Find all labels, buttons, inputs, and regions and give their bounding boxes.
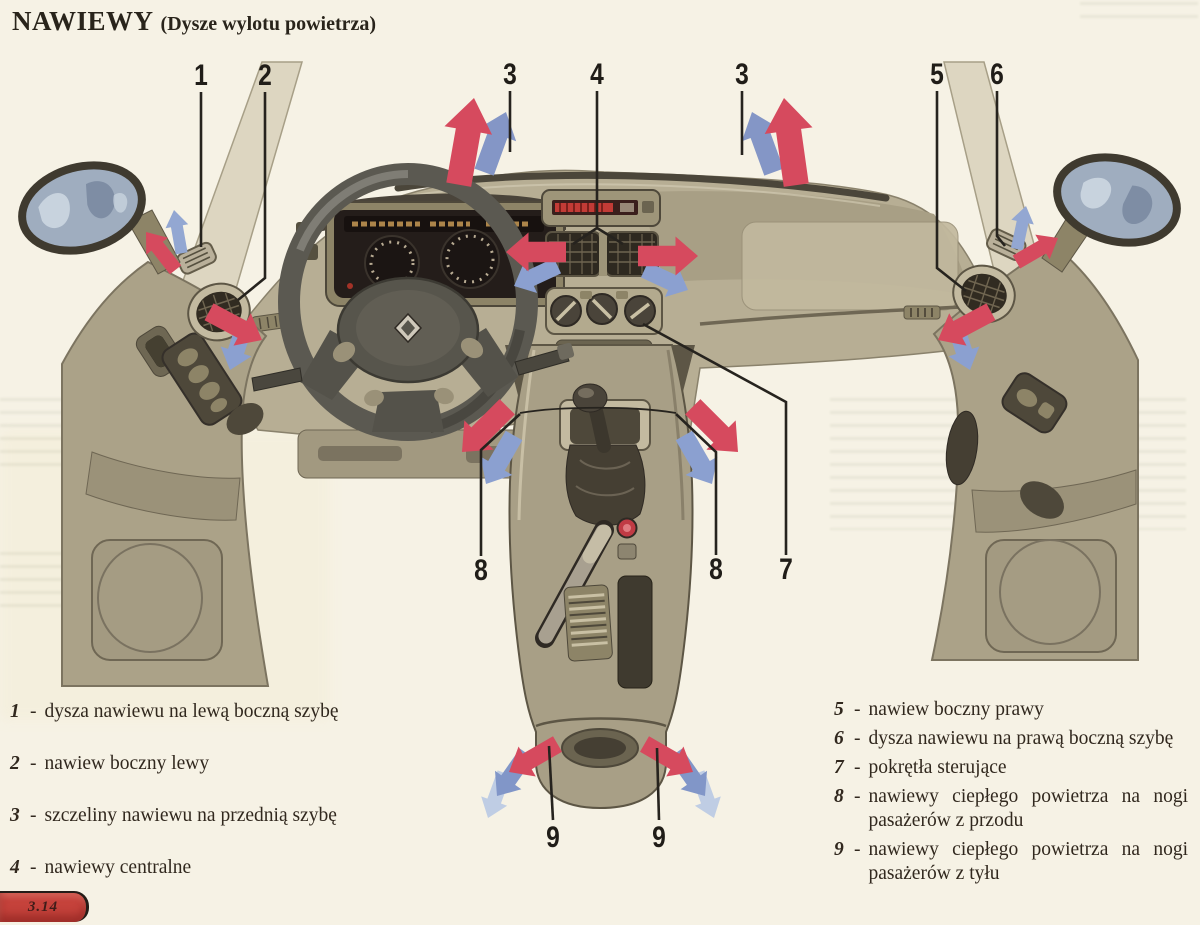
callout-number-9-right: 9 <box>652 821 666 854</box>
dash-trim-groove <box>699 304 981 326</box>
passenger-switch-strip <box>903 305 941 320</box>
callout-number-5: 5 <box>930 58 944 91</box>
left-stalk <box>251 367 303 392</box>
legend-item-number: 4 <box>10 857 20 878</box>
legend-item-text: pokrętła sterujące <box>868 757 1007 778</box>
right-door <box>930 242 1139 661</box>
callout-number-9-left: 9 <box>546 821 560 854</box>
right-door-handle <box>945 410 979 486</box>
legend-left: 1 - dysza nawiewu na lewą boczną szybę 2… <box>10 701 390 909</box>
glovebox-panel <box>741 221 959 311</box>
legend-item-number: 2 <box>10 753 20 774</box>
callout-number-3-left: 3 <box>503 58 517 91</box>
instrument-cluster <box>318 193 566 307</box>
legend-right: 5 - nawiew boczny prawy 6 - dysza nawiew… <box>834 698 1188 891</box>
climate-control-panel <box>545 287 663 335</box>
steering-wheel <box>251 163 575 441</box>
legend-item: 6 - dysza nawiewu na prawą boczną szybę <box>834 727 1188 751</box>
door-pull-cup <box>226 402 264 436</box>
legend-item-number: 3 <box>10 805 20 826</box>
legend-item-number: 6 <box>834 728 844 749</box>
door-pull-cup <box>1020 481 1064 519</box>
legend-item: 9 - nawiewy ciepłego powietrza na nogi p… <box>834 838 1188 886</box>
gear-boot <box>565 444 646 526</box>
legend-item-text: nawiewy ciepłego powietrza na nogi pasaż… <box>868 839 1189 884</box>
left-mirror <box>18 161 181 275</box>
legend-item: 4 - nawiewy centralne <box>10 857 390 879</box>
legend-item-dash: - <box>854 728 861 749</box>
legend-item-dash: - <box>854 757 861 778</box>
console-tray <box>617 575 653 689</box>
legend-item-text: szczeliny nawiewu na przednią szybę <box>44 805 337 826</box>
legend-item: 5 - nawiew boczny prawy <box>834 698 1188 722</box>
legend-item: 8 - nawiewy ciepłego powietrza na nogi p… <box>834 785 1188 833</box>
left-door <box>61 260 270 687</box>
legend-item-dash: - <box>854 699 861 720</box>
callout-number-6: 6 <box>990 58 1004 91</box>
radio-unit <box>541 189 661 227</box>
legend-item-text: dysza nawiewu na prawą boczną szybę <box>868 728 1174 749</box>
bleed-through-artifact <box>1080 2 1198 24</box>
center-console <box>508 344 694 810</box>
callout-number-4: 4 <box>590 58 604 91</box>
legend-item-text: dysza nawiewu na lewą boczną szybę <box>44 701 339 722</box>
right-window-switch <box>1001 372 1068 434</box>
legend-item-number: 8 <box>834 786 844 807</box>
legend-item-dash: - <box>30 753 37 774</box>
legend-item-text: nawiewy ciepłego powietrza na nogi pasaż… <box>868 786 1189 831</box>
right-side-vent <box>952 264 1016 324</box>
legend-item-number: 7 <box>834 757 844 778</box>
callout-number-7: 7 <box>779 553 793 586</box>
right-mirror <box>1041 153 1181 273</box>
console-switch <box>617 543 637 560</box>
legend-item: 3 - szczeliny nawiewu na przednią szybę <box>10 805 390 827</box>
legend-item-text: nawiewy centralne <box>44 857 192 878</box>
callout-number-8-right: 8 <box>709 553 723 586</box>
legend-item: 2 - nawiew boczny lewy <box>10 753 390 775</box>
legend-item-dash: - <box>30 701 37 722</box>
window-switch-cluster <box>161 332 243 426</box>
callout-leader-lines <box>199 91 1007 821</box>
page-title-main: NAWIEWY <box>12 6 154 36</box>
legend-item: 1 - dysza nawiewu na lewą boczną szybę <box>10 701 390 723</box>
callout-number-3-right: 3 <box>735 58 749 91</box>
callout-number-8-left: 8 <box>474 554 488 587</box>
legend-item-number: 9 <box>834 839 844 860</box>
page-number: 3.14 <box>27 899 59 915</box>
legend-item-number: 1 <box>10 701 20 722</box>
page-title: NAWIEWY (Dysze wylotu powietrza) <box>12 6 376 37</box>
legend-item-text: nawiew boczny prawy <box>868 699 1044 720</box>
callout-number-2: 2 <box>258 59 272 92</box>
legend-item-dash: - <box>30 805 37 826</box>
legend-item-dash: - <box>854 839 861 860</box>
legend-item-dash: - <box>30 857 37 878</box>
right-stalk <box>514 347 570 376</box>
page-title-sub: (Dysze wylotu powietrza) <box>160 13 377 35</box>
legend-item: 7 - pokrętła sterujące <box>834 756 1188 780</box>
left-armrest <box>85 451 241 521</box>
page-number-tab: 3.14 <box>0 891 89 922</box>
legend-item-dash: - <box>854 786 861 807</box>
renault-logo <box>393 312 423 344</box>
legend-item-number: 5 <box>834 699 844 720</box>
callout-number-1: 1 <box>194 59 208 92</box>
legend-item-text: nawiew boczny lewy <box>44 753 210 774</box>
